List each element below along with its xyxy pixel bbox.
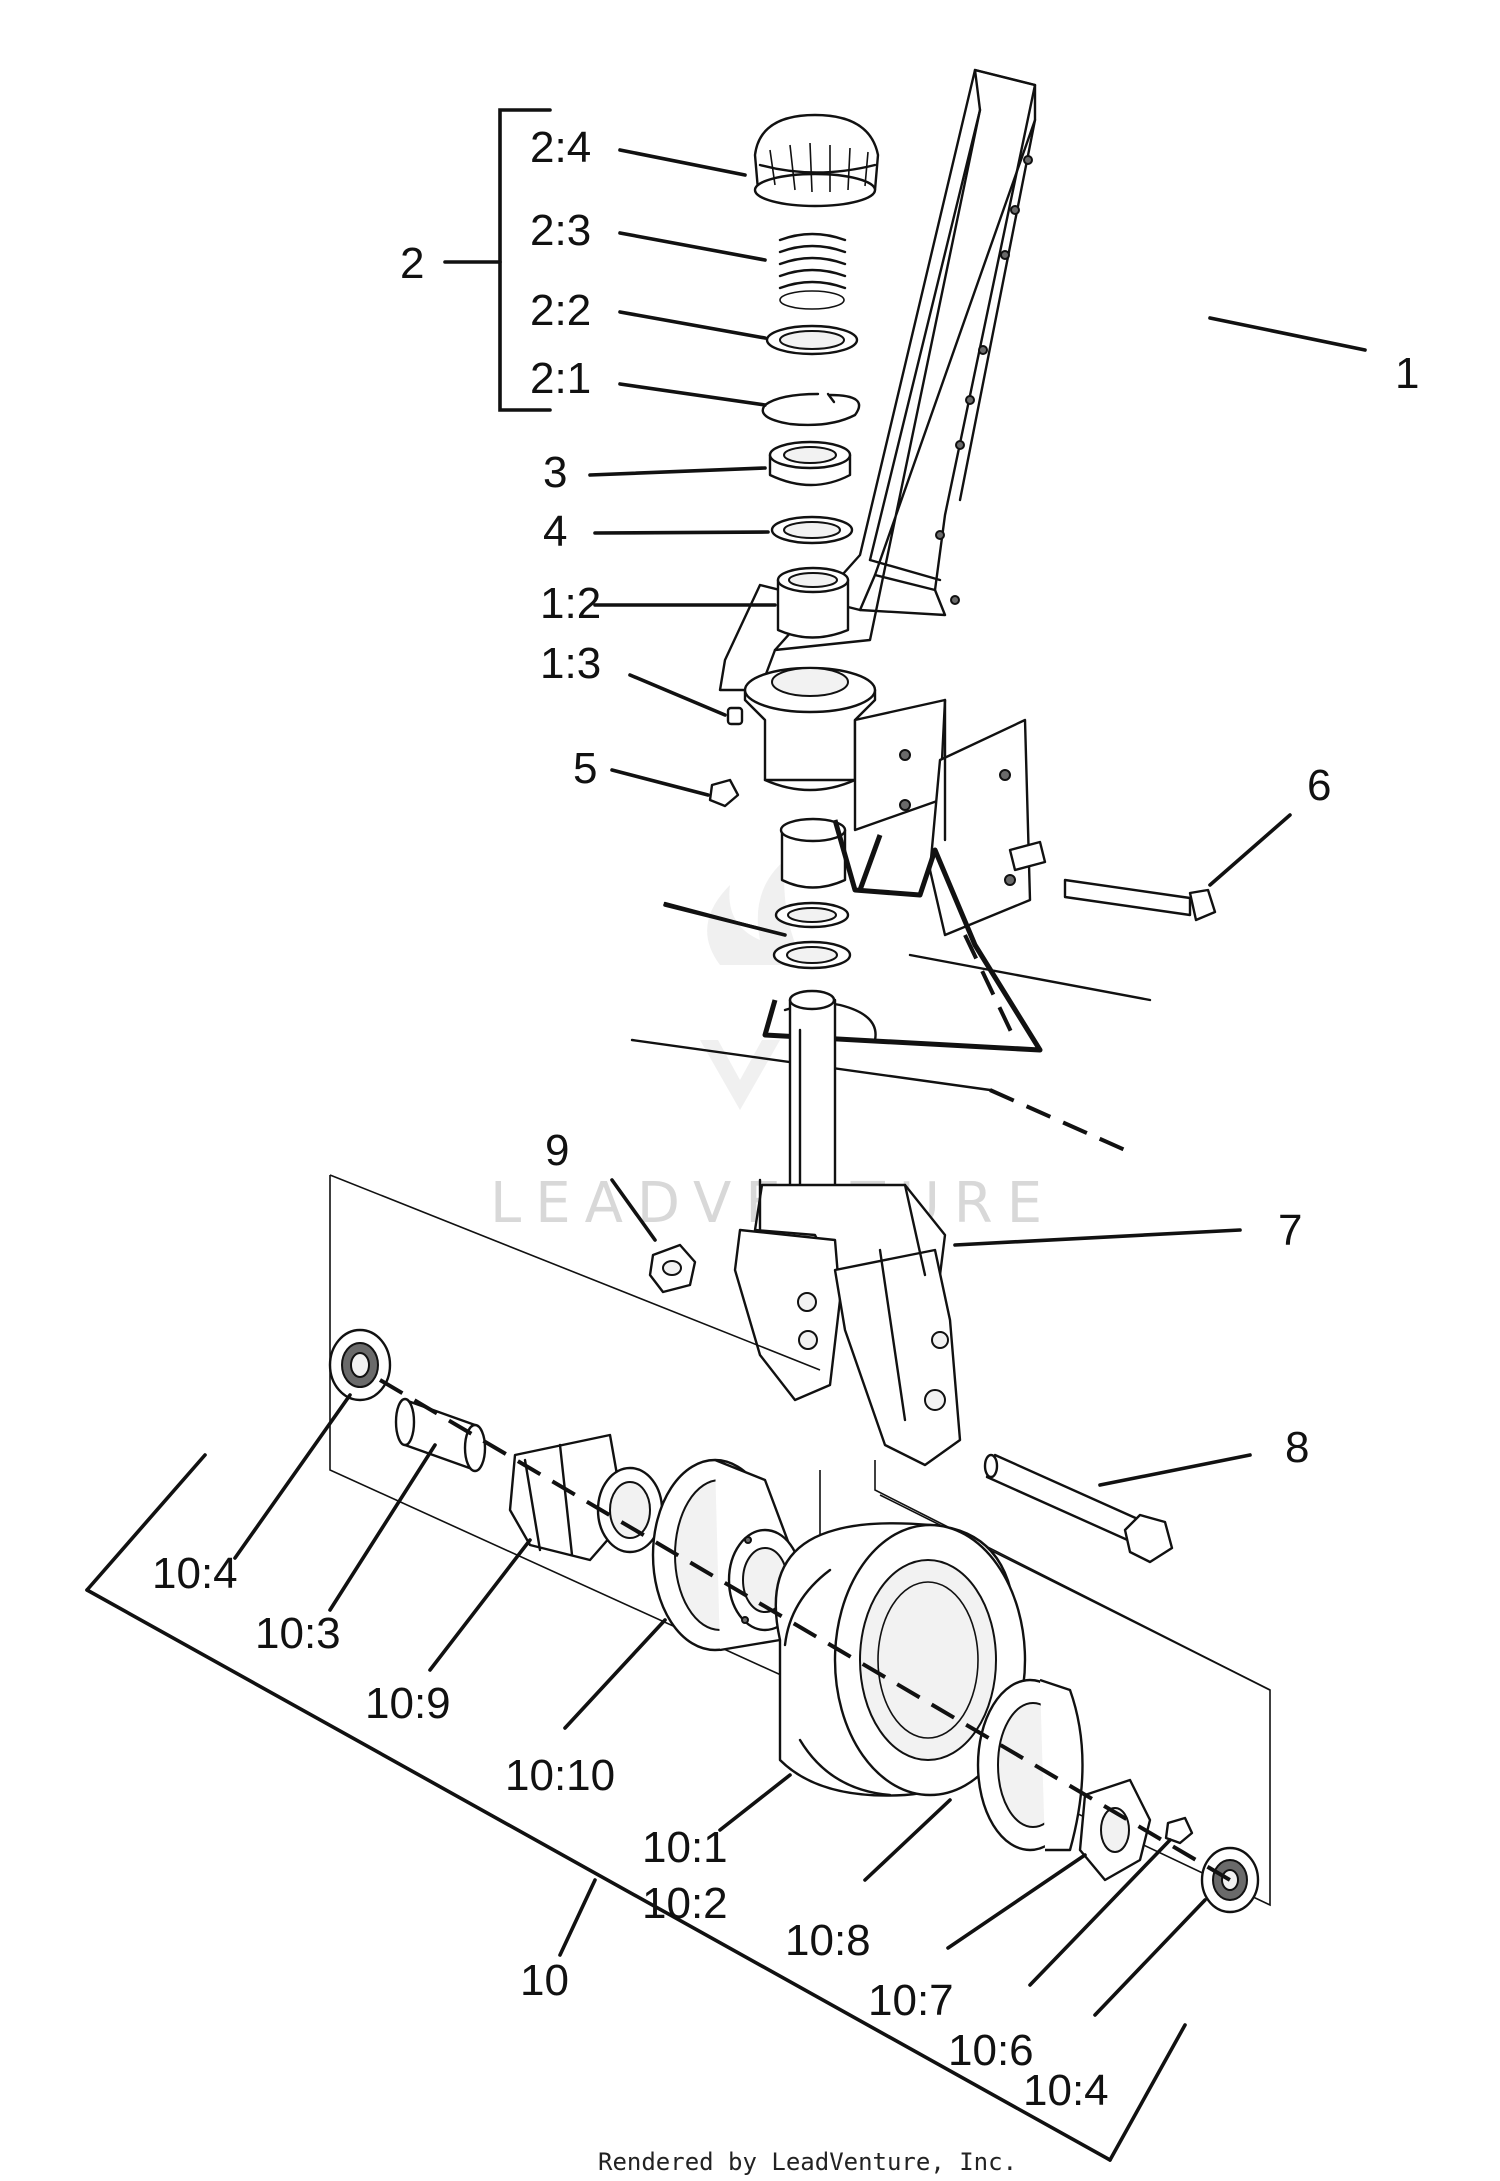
callout-2-3: 2:3 [530,206,591,255]
callout-2-2: 2:2 [530,286,591,335]
callout-2-4: 2:4 [530,123,591,172]
callout-9: 9 [545,1126,569,1175]
part-9-lock-nut [648,1243,697,1294]
leader-lines [233,148,1367,2017]
callout-4: 4 [543,507,567,556]
part-2-2-seal [765,324,859,356]
frame-cutaway [630,819,1152,1152]
callout-10-4-right: 10:4 [1023,2066,1109,2115]
part-5-fitting [708,778,740,808]
callout-10-7: 10:7 [868,1976,954,2025]
part-8-axle-bolt [983,1453,1174,1564]
callout-6: 6 [1307,761,1331,810]
callout-3: 3 [543,448,567,497]
part-3-bearing-cup [768,440,852,487]
part-4-washer [770,515,854,545]
callout-8: 8 [1285,1423,1309,1472]
part-10-3-spacer [394,1397,487,1473]
callout-1-2: 1:2 [540,579,601,628]
callout-1-3: 1:3 [540,639,601,688]
part-2-1-retaining-ring [761,392,861,427]
callout-10-2: 10:2 [642,1879,728,1928]
callout-labels: 2:4 2:3 2:2 2:1 2 1 3 4 1:2 1:3 5 6 9 7 … [152,123,1419,2115]
wheel-axis-line [378,1378,1232,1882]
callout-5: 5 [573,744,597,793]
bracket-group-2 [443,108,552,412]
callout-10-10: 10:10 [505,1751,615,1800]
callout-2-1: 2:1 [530,354,591,403]
part-10-4-bearing-right [1200,1846,1260,1914]
callout-10-3: 10:3 [255,1609,341,1658]
part-10-1-tire [774,1522,1027,1797]
part-6-bolt [1008,840,1217,922]
callout-10-8: 10:8 [785,1916,871,1965]
callout-10-1: 10:1 [642,1823,728,1872]
callout-7: 7 [1278,1206,1302,1255]
part-1-caster-arm [718,68,1037,937]
part-2-4-dust-cap [753,113,880,208]
part-10-7-plate [1078,1778,1152,1882]
part-10-6-nut [1164,1816,1194,1845]
callout-10-6: 10:6 [948,2026,1034,2075]
part-10-4-bearing-left [328,1328,392,1402]
part-10-8-rim-half [976,1678,1084,1852]
part-10-9-hub-half [508,1433,664,1562]
callout-10-9: 10:9 [365,1679,451,1728]
part-1-2-bushing [776,566,850,639]
footer-credit: Rendered by LeadVenture, Inc. [598,2148,1017,2176]
part-2-3-spring [778,232,847,310]
bracket-group-10 [85,1453,1187,2162]
callout-10-4-left: 10:4 [152,1549,238,1598]
callout-1: 1 [1395,349,1419,398]
callout-2: 2 [400,239,424,288]
part-1-3-grease-fitting [726,706,744,726]
callout-10: 10 [520,1956,569,2005]
part-7-caster-yoke [733,989,962,1467]
lower-bushing [772,817,852,970]
